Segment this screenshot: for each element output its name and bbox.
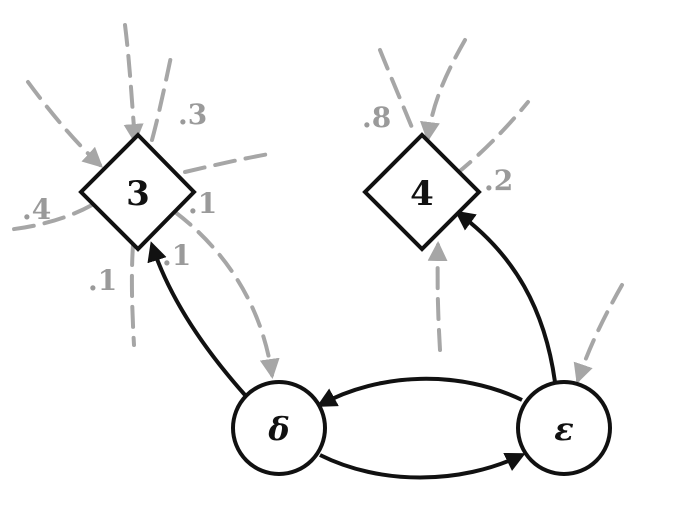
dashed-edge-4-bottom bbox=[427, 241, 448, 352]
dashed-edge-4-top-left bbox=[378, 48, 417, 137]
chance-node-epsilon: ε bbox=[516, 380, 612, 476]
dashed-edge-into-3-from-left bbox=[26, 80, 103, 168]
dashed-edge-into-3-from-top bbox=[123, 23, 144, 144]
edge-epsilon-to-delta bbox=[316, 376, 523, 407]
chance-node-delta: δ bbox=[231, 380, 327, 476]
node-epsilon-label: ε bbox=[554, 410, 573, 448]
probability-4-top: .8 bbox=[362, 101, 391, 134]
dashed-edge-3-left bbox=[3, 203, 94, 232]
node-4-label: 4 bbox=[410, 174, 434, 214]
edge-delta-to-3 bbox=[147, 241, 247, 397]
node-3-label: 3 bbox=[126, 174, 150, 214]
edge-delta-to-epsilon bbox=[319, 452, 526, 480]
decision-node-3: 3 bbox=[78, 132, 197, 252]
probability-3-bottom-left: .1 bbox=[88, 264, 117, 297]
dashed-edge-into-4-from-top bbox=[420, 38, 467, 142]
probability-3-bottom-right: .1 bbox=[162, 239, 191, 272]
node-delta-label: δ bbox=[267, 410, 289, 448]
dashed-edge-3-top-right bbox=[150, 50, 174, 142]
dashed-edge-3-bottom-left bbox=[129, 243, 136, 347]
dashed-edge-3-to-delta bbox=[173, 210, 280, 379]
dashed-edge-3-right bbox=[183, 151, 277, 174]
dashed-edge-4-right bbox=[453, 100, 530, 177]
dashed-edge-into-epsilon bbox=[573, 283, 624, 384]
probability-4-right: .2 bbox=[484, 164, 513, 197]
edge-epsilon-to-4 bbox=[454, 210, 557, 383]
decision-node-4: 4 bbox=[362, 132, 482, 252]
probability-3-right: .1 bbox=[188, 187, 217, 220]
probability-3-left: .4 bbox=[22, 193, 51, 226]
probability-3-top: .3 bbox=[178, 98, 207, 131]
